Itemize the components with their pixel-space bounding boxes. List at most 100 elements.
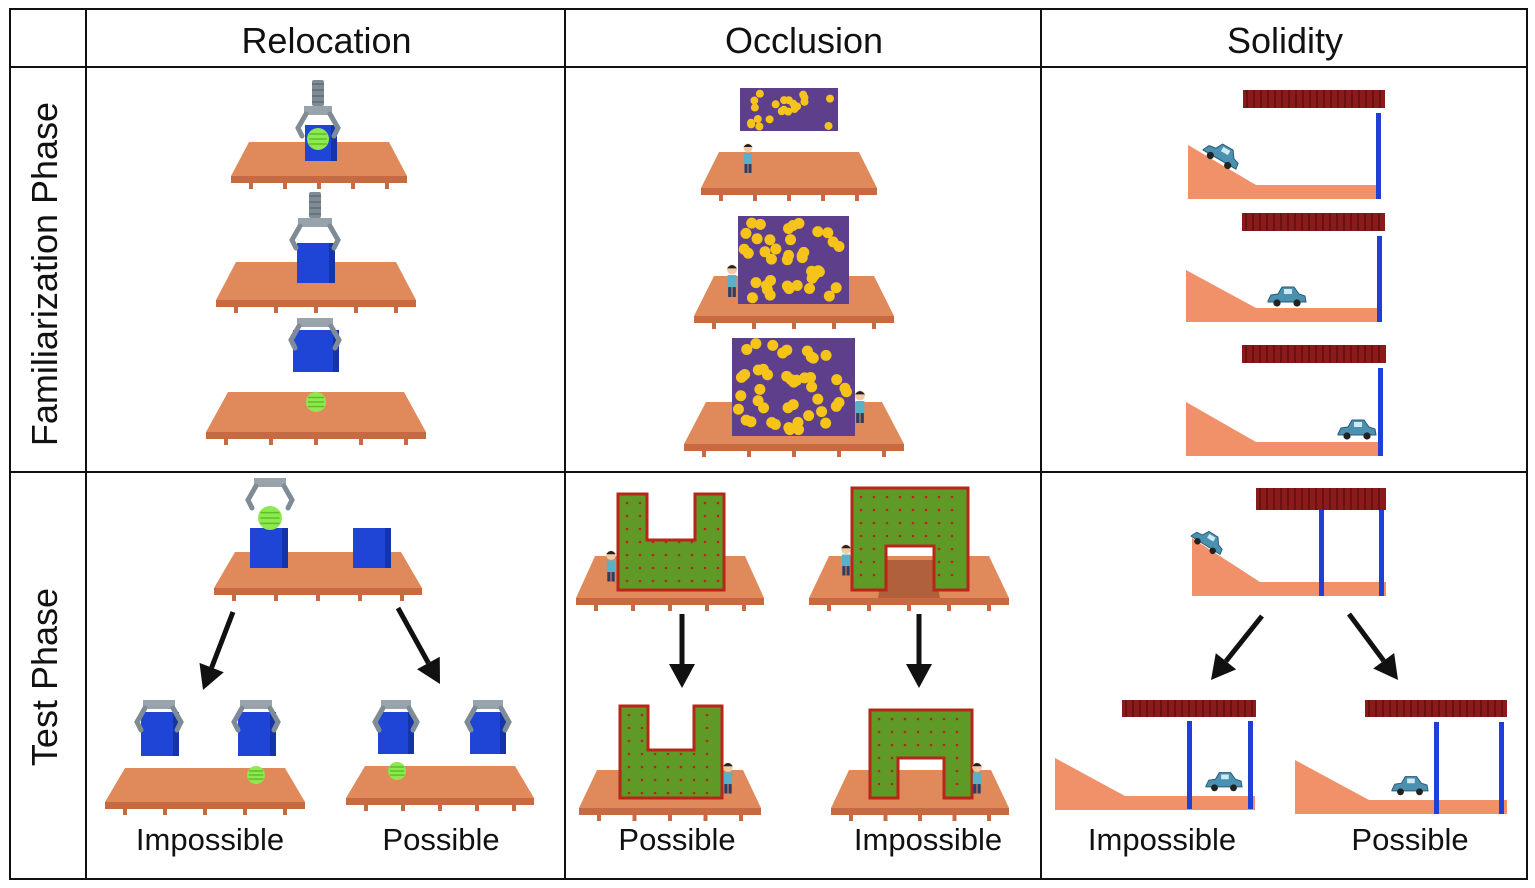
screen-dot: [716, 579, 720, 583]
screen-dot: [640, 778, 644, 782]
person-leg: [744, 164, 748, 173]
screen-dot: [924, 495, 928, 499]
screen-dot: [903, 743, 907, 747]
car-wheel: [1343, 432, 1351, 440]
screen-dot: [885, 495, 889, 499]
ramp-floor: [1188, 145, 1380, 199]
table-top: [105, 768, 305, 802]
screen-dot: [640, 726, 644, 730]
screen-dot: [890, 756, 894, 760]
screen-dot: [803, 410, 815, 422]
person-shirt: [723, 772, 733, 785]
screen-dot: [822, 227, 834, 239]
red-curtain: [1256, 488, 1386, 510]
screen-dot: [760, 279, 772, 291]
box-face: [353, 528, 391, 568]
car-window: [1354, 422, 1362, 427]
post-bar: [1379, 510, 1384, 596]
screen-dot: [780, 96, 789, 105]
occlusion-test-u-screen: [616, 492, 726, 592]
table-leg: [867, 605, 871, 611]
screen-dot: [911, 495, 915, 499]
table-leg: [787, 195, 791, 201]
table-front: [214, 588, 422, 595]
screen-dot: [950, 534, 954, 538]
table-leg: [631, 605, 635, 611]
table-leg: [597, 815, 601, 821]
screen-dot: [872, 495, 876, 499]
screen-dot: [653, 752, 657, 756]
screen-dot: [767, 339, 779, 351]
column-header-occlusion: Occlusion: [724, 20, 884, 61]
table-leg: [947, 605, 951, 611]
arrow-head: [1373, 652, 1398, 680]
screen-dot: [755, 122, 764, 131]
table-leg: [792, 323, 796, 329]
person-leg: [977, 784, 981, 794]
screen-dot: [750, 96, 759, 105]
ramp-shape: [1295, 760, 1507, 814]
table-leg: [274, 595, 278, 601]
table-leg: [703, 815, 708, 821]
box-face: [238, 712, 276, 756]
blue-box: [250, 528, 288, 568]
screen-dot: [666, 752, 670, 756]
screen-dot: [890, 782, 894, 786]
person-hair: [972, 763, 982, 767]
screen-dot: [903, 717, 907, 721]
screen-dot: [859, 521, 863, 525]
blue-box: [297, 243, 335, 283]
screen-dot: [950, 547, 954, 551]
screen-dot: [735, 371, 747, 383]
screen-dot: [653, 765, 657, 769]
screen-dot: [890, 743, 894, 747]
table-leg: [792, 451, 796, 457]
person-leg: [728, 287, 732, 297]
curtain-body: [1256, 488, 1386, 510]
box-side: [173, 712, 179, 756]
car-wheel: [1224, 161, 1232, 170]
screen-dot: [638, 501, 642, 505]
person-shirt: [727, 275, 737, 288]
screen-dot: [916, 717, 920, 721]
screen-dot: [929, 730, 933, 734]
ramp-shape: [1055, 758, 1255, 810]
curtain-body: [1365, 700, 1507, 717]
screen-dot: [783, 249, 795, 261]
table-front: [579, 808, 761, 815]
person-hair: [841, 545, 851, 549]
screen-dot: [732, 403, 744, 415]
screen-dot: [872, 560, 876, 564]
table-leg: [232, 595, 236, 601]
car-body: [1205, 772, 1243, 788]
floor-shadow: [878, 560, 940, 598]
screen-dot: [651, 540, 655, 544]
person-hair: [727, 265, 737, 269]
screen-dot: [679, 778, 683, 782]
screen-dot: [741, 343, 753, 355]
table-top: [701, 152, 877, 188]
screen-dot: [638, 527, 642, 531]
toy-car: [1202, 143, 1239, 170]
screen-dot: [627, 726, 631, 730]
claw-finger-right: [328, 323, 342, 351]
box-side: [331, 125, 337, 161]
table-leg: [163, 809, 167, 815]
screen-dot: [716, 501, 720, 505]
box-side: [270, 712, 276, 756]
caption-relocation-possible: Possible: [382, 822, 500, 857]
screen-dot: [950, 560, 954, 564]
screen-dot: [640, 713, 644, 717]
table-leg: [385, 183, 389, 189]
car-wheel: [1211, 784, 1218, 792]
screen-dot: [787, 399, 799, 411]
person-shirt: [841, 554, 851, 567]
car-window: [1221, 774, 1229, 780]
screen-dot: [816, 406, 828, 418]
ramp-shape: [1192, 538, 1386, 596]
table-front: [231, 176, 407, 183]
screen-dot: [877, 717, 881, 721]
green-ball: [258, 506, 282, 530]
box-face: [250, 528, 288, 568]
screen-dot: [677, 553, 681, 557]
